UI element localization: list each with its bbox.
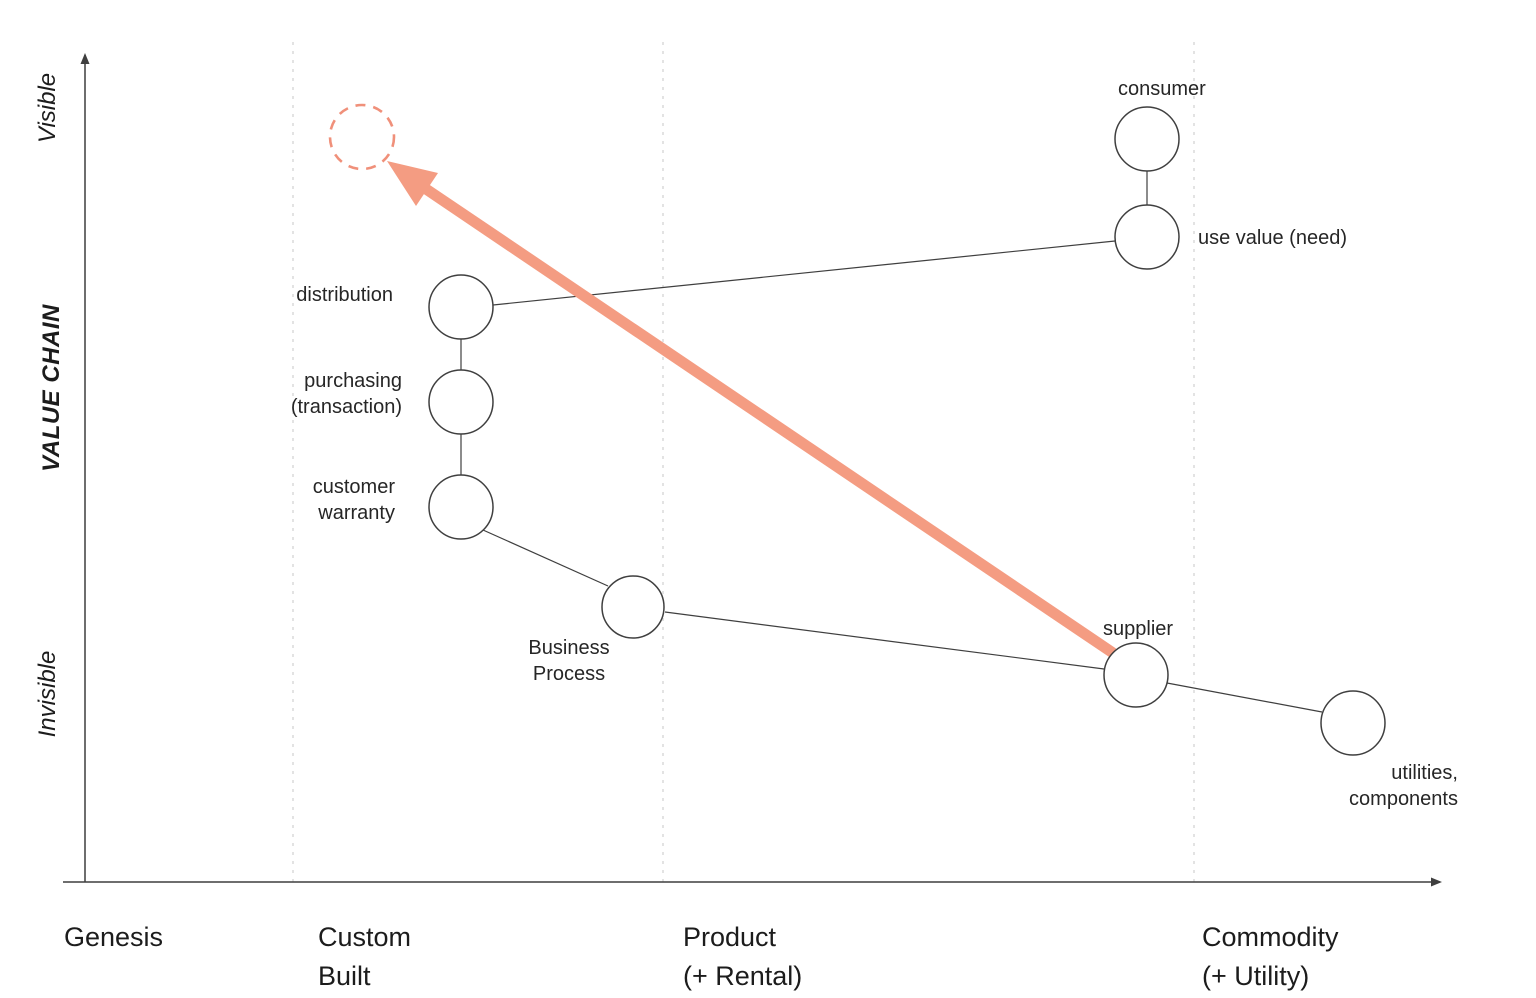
x-axis-stage-commodity: Commodity (+ Utility) (1202, 918, 1339, 996)
label-consumer: consumer (1118, 78, 1206, 100)
label-business-process-line2: Process (532, 663, 606, 685)
label-business-process-line1: Business (528, 637, 610, 659)
stage-custom-built-line2: Built (318, 961, 371, 991)
node-supplier (1103, 642, 1169, 708)
node-customer-warranty (428, 474, 494, 540)
axes (63, 53, 1442, 887)
label-purchasing: purchasing (transaction) (291, 368, 402, 420)
x-axis-stage-custom-built: Custom Built (318, 918, 411, 996)
link-usevalue-distribution (492, 240, 1116, 306)
node-distribution (428, 274, 494, 340)
label-supplier: supplier (1103, 618, 1174, 640)
y-axis-invisible-label: Invisible (34, 650, 61, 738)
label-utilities-line2: components (1349, 788, 1458, 810)
evolution-arrow-head (387, 161, 438, 206)
x-axis-stage-product: Product (+ Rental) (683, 918, 802, 996)
stage-gridlines (292, 42, 1195, 882)
node-utilities (1320, 690, 1386, 756)
node-use-value (1114, 204, 1180, 270)
label-customer-warranty-line1: customer (312, 476, 395, 498)
label-distribution: distribution (296, 284, 393, 306)
y-axis-visible-label: Visible (34, 72, 61, 144)
node-purchasing (428, 369, 494, 435)
label-use-value: use value (need) (1198, 227, 1347, 249)
link-warranty-businessprocess (482, 529, 609, 587)
stage-product-line2: (+ Rental) (683, 961, 803, 991)
value-chain-links (460, 171, 1323, 713)
x-axis-stage-genesis: Genesis (64, 918, 163, 957)
label-utilities: utilities, components (1349, 760, 1458, 812)
label-customer-warranty-line2: warranty (318, 502, 395, 524)
link-supplier-utilities (1166, 682, 1323, 713)
label-business-process: Business Process (489, 635, 649, 687)
stage-custom-built-line1: Custom (318, 922, 412, 952)
component-nodes (428, 106, 1386, 756)
stage-commodity-line2: (+ Utility) (1202, 961, 1310, 991)
node-business-process (601, 575, 665, 639)
node-consumer (1114, 106, 1180, 172)
label-purchasing-line1: purchasing (304, 370, 402, 392)
y-axis-title: VALUE CHAIN (38, 304, 65, 472)
label-customer-warranty: customer warranty (313, 474, 395, 526)
stage-genesis-line1: Genesis (64, 922, 164, 952)
stage-commodity-line1: Commodity (1202, 922, 1339, 952)
stage-product-line1: Product (683, 922, 777, 952)
link-businessprocess-supplier (664, 611, 1105, 670)
label-purchasing-line2: (transaction) (290, 396, 402, 418)
label-utilities-line1: utilities, (1391, 762, 1458, 784)
evolution-arrow-shaft (422, 184, 1117, 658)
evolution-arrow (387, 161, 1117, 658)
future-position-node (328, 103, 396, 171)
